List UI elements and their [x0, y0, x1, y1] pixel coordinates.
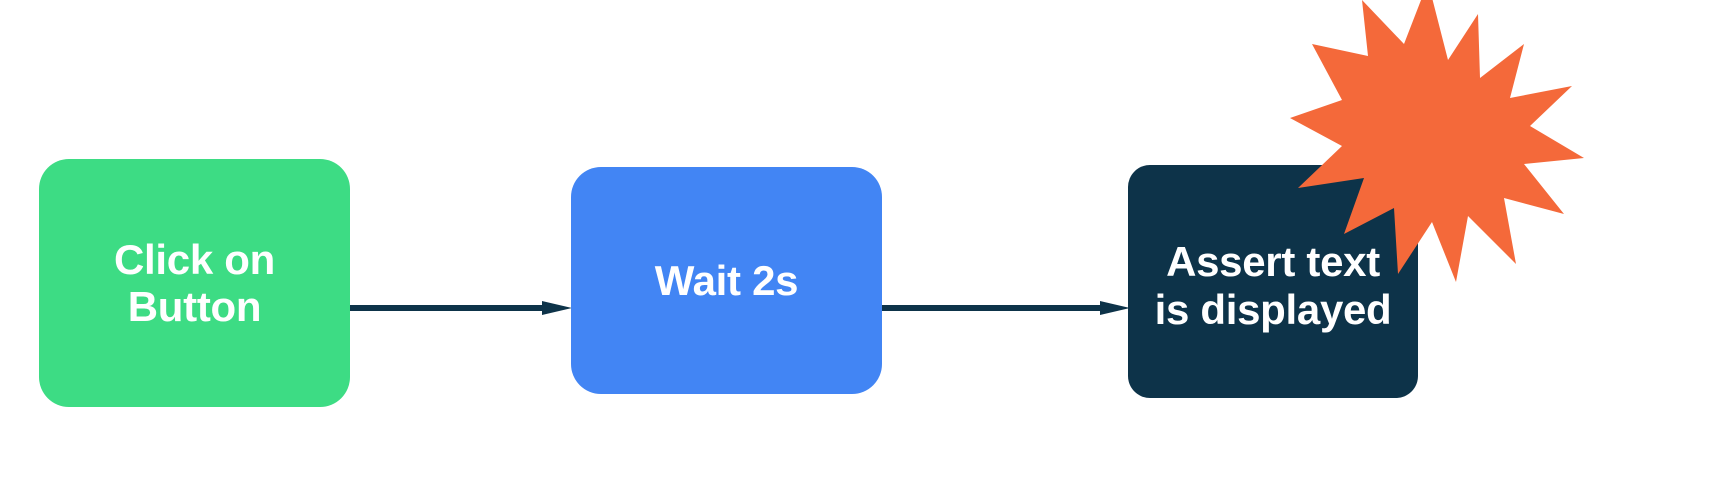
- node-label: Assert text is displayed: [1154, 238, 1392, 333]
- arrowhead-icon: [542, 301, 572, 315]
- node-label: Click on Button: [114, 235, 275, 330]
- node-label: Wait 2s: [654, 256, 799, 304]
- edge-click-to-wait: [350, 301, 572, 315]
- arrowhead-icon: [1100, 301, 1130, 315]
- node-click-on-button[interactable]: Click on Button: [39, 159, 350, 407]
- edge-wait-to-assert: [882, 301, 1130, 315]
- node-wait-2s[interactable]: Wait 2s: [571, 167, 882, 394]
- node-assert-text-is-displayed[interactable]: Assert text is displayed: [1128, 165, 1418, 398]
